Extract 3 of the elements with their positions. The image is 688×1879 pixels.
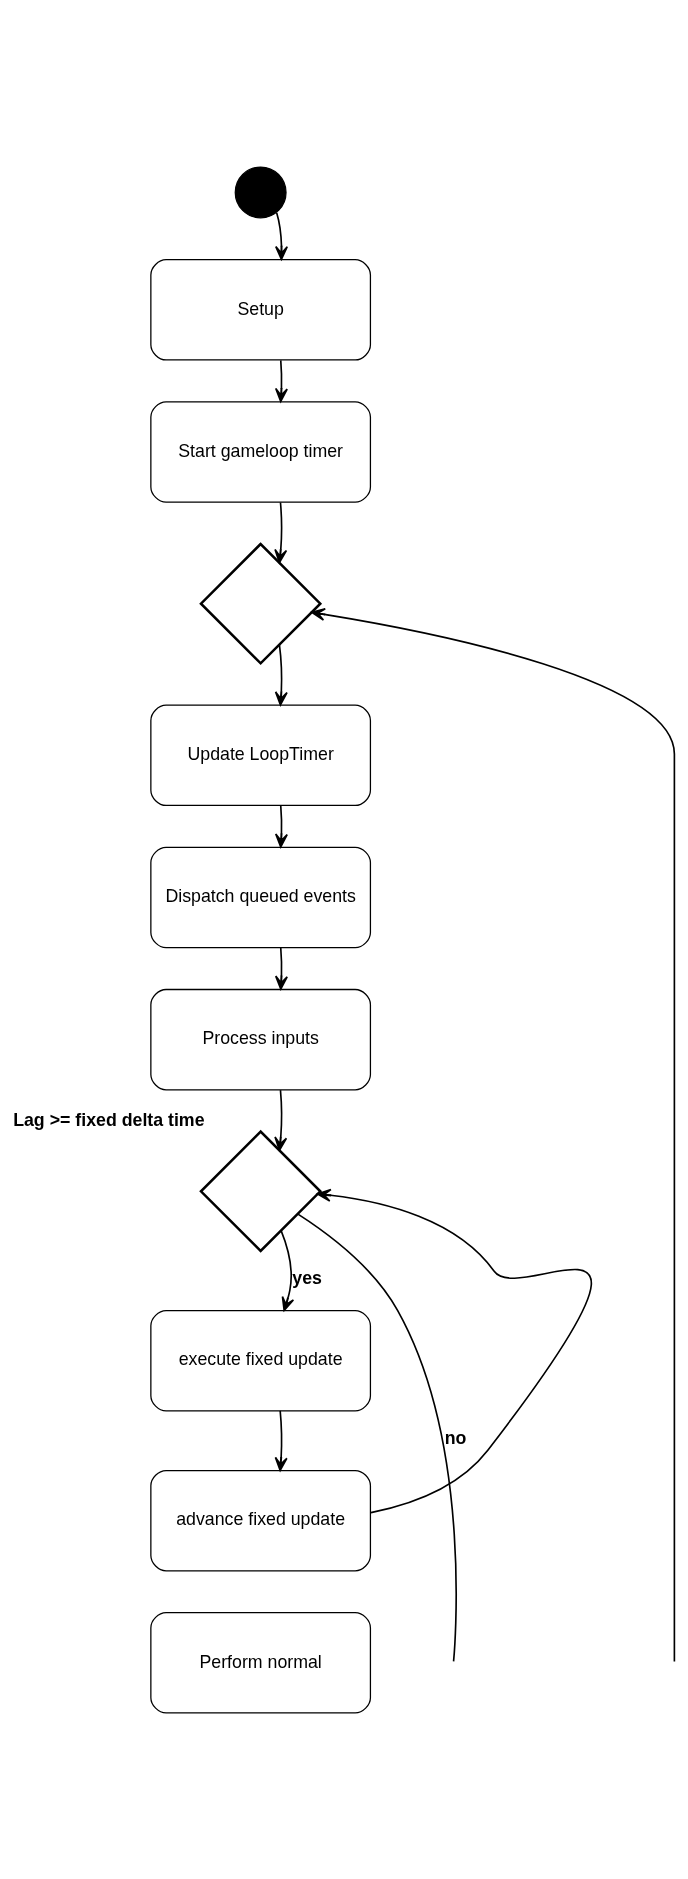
edge-label: yes (292, 1267, 322, 1288)
edge-label: no (444, 1427, 467, 1448)
node-label: Lag >= fixed delta time (13, 1109, 205, 1130)
